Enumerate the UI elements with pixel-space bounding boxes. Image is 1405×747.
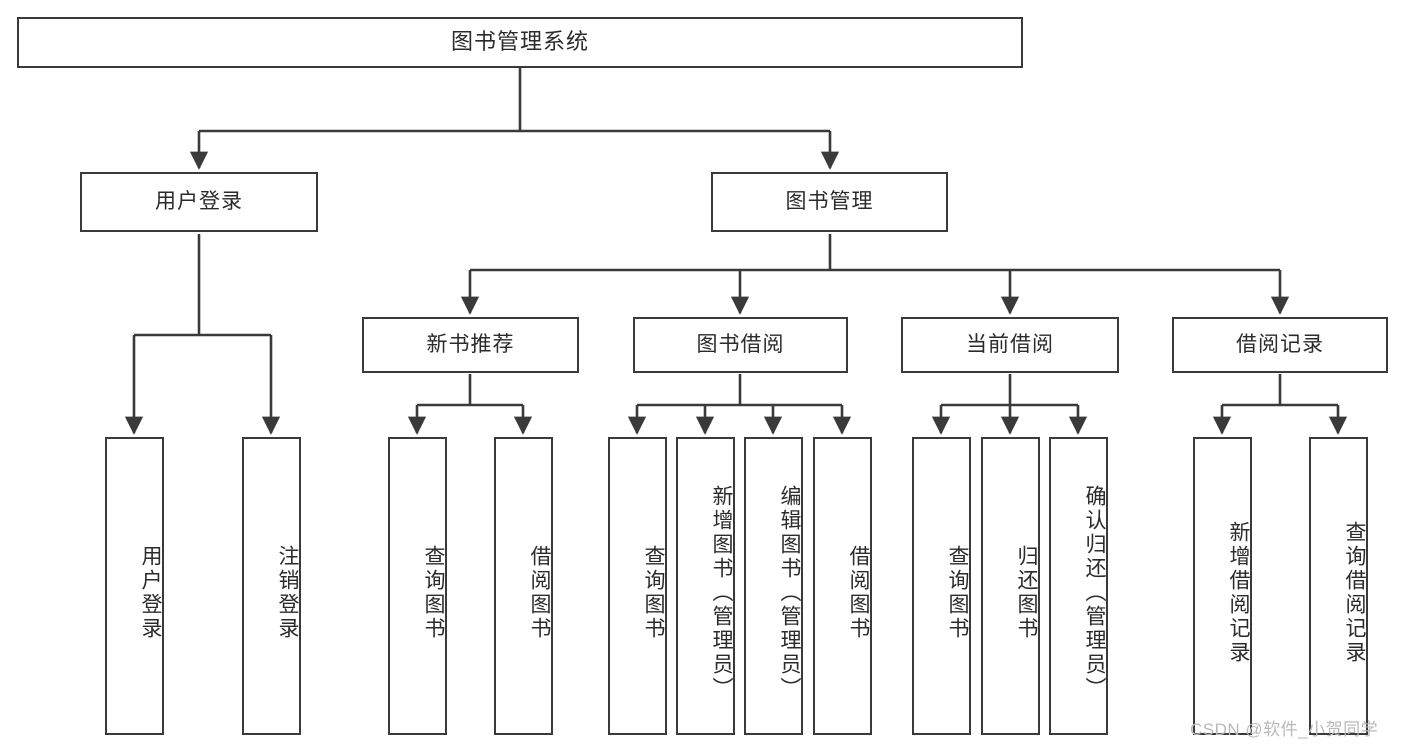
node-label: 当前借阅 [966, 333, 1054, 357]
node-label: 查询图书 [946, 545, 969, 641]
node-new-book-recommend[interactable]: 新书推荐 [362, 317, 579, 373]
node-label: 图书管理 [785, 190, 874, 214]
node-book-borrow[interactable]: 图书借阅 [633, 317, 848, 373]
node-label: 确认归还（管理员） [1083, 485, 1106, 701]
leaf-current-borrow-return-books[interactable]: 归还图书 [981, 437, 1040, 735]
node-label: 图书借阅 [696, 333, 785, 357]
leaf-user-login-login[interactable]: 用户登录 [105, 437, 164, 735]
node-root-book-management-system[interactable]: 图书管理系统 [17, 17, 1023, 68]
leaf-book-borrow-borrow-books[interactable]: 借阅图书 [813, 437, 872, 735]
node-label: 借阅记录 [1236, 333, 1324, 357]
leaf-new-book-borrow-books[interactable]: 借阅图书 [494, 437, 553, 735]
leaf-new-book-query-books[interactable]: 查询图书 [388, 437, 447, 735]
node-label: 注销登录 [276, 545, 299, 641]
leaf-current-borrow-query-books[interactable]: 查询图书 [912, 437, 971, 735]
node-label: 新增图书（管理员） [710, 485, 733, 701]
node-borrow-record[interactable]: 借阅记录 [1172, 317, 1388, 373]
node-label: 编辑图书（管理员） [778, 485, 801, 701]
csdn-watermark: CSDN @软件_小贺同学 [1190, 720, 1379, 739]
leaf-book-borrow-query-books[interactable]: 查询图书 [608, 437, 667, 735]
leaf-borrow-record-add-record[interactable]: 新增借阅记录 [1193, 437, 1252, 735]
leaf-user-login-logout[interactable]: 注销登录 [242, 437, 301, 735]
node-label: 查询图书 [422, 545, 445, 641]
node-label: 借阅图书 [528, 545, 551, 641]
leaf-current-borrow-confirm-return-admin[interactable]: 确认归还（管理员） [1049, 437, 1108, 735]
node-current-borrow[interactable]: 当前借阅 [901, 317, 1119, 373]
node-label: 归还图书 [1015, 545, 1038, 641]
leaf-borrow-record-query-record[interactable]: 查询借阅记录 [1309, 437, 1368, 735]
node-book-management[interactable]: 图书管理 [711, 172, 948, 232]
node-label: 查询图书 [642, 545, 665, 641]
node-label: 图书管理系统 [450, 29, 589, 55]
node-label: 新书推荐 [426, 333, 515, 357]
node-label: 用户登录 [155, 190, 243, 214]
node-label: 新增借阅记录 [1227, 521, 1250, 665]
node-user-login[interactable]: 用户登录 [80, 172, 318, 232]
node-label: 查询借阅记录 [1343, 521, 1366, 665]
node-label: 借阅图书 [847, 545, 870, 641]
leaf-book-borrow-edit-book-admin[interactable]: 编辑图书（管理员） [744, 437, 803, 735]
node-label: 用户登录 [139, 545, 162, 641]
leaf-book-borrow-add-book-admin[interactable]: 新增图书（管理员） [676, 437, 735, 735]
